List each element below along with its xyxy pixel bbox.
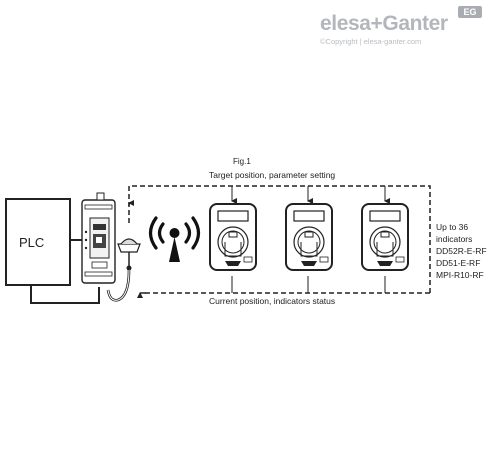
position-indicator-2	[285, 203, 333, 271]
brand-badge: EG	[458, 6, 482, 18]
plc-label: PLC	[19, 235, 44, 250]
antenna-icon	[106, 238, 141, 302]
fig-label: Fig.1	[233, 157, 251, 166]
gateway-device	[81, 192, 116, 284]
top-line-label: Target position, parameter setting	[209, 170, 335, 180]
plc-box: PLC	[5, 198, 71, 286]
bottom-line-label: Current position, indicators status	[209, 296, 335, 306]
position-indicator-1	[209, 203, 257, 271]
note-line-1: Up to 36	[436, 222, 468, 232]
wireless-signal-icon	[148, 216, 201, 262]
position-indicator-3	[361, 203, 409, 271]
copyright-text: ©Copyright | elesa-ganter.com	[320, 37, 422, 46]
brand-name: elesa+Ganter	[320, 12, 448, 35]
indicator-drop-lines	[231, 186, 390, 204]
indicator-note: Up to 36 indicators DD52R-E-RF DD51-E-RF…	[436, 222, 487, 280]
note-line-3: DD52R-E-RF	[436, 246, 487, 256]
note-line-4: DD51-E-RF	[436, 258, 480, 268]
brand-logo: elesa+Ganter EG ©Copyright | elesa-gante…	[318, 6, 484, 46]
note-line-2: indicators	[436, 234, 472, 244]
indicator-up-lines	[231, 276, 386, 293]
note-line-5: MPI-R10-RF	[436, 270, 484, 280]
